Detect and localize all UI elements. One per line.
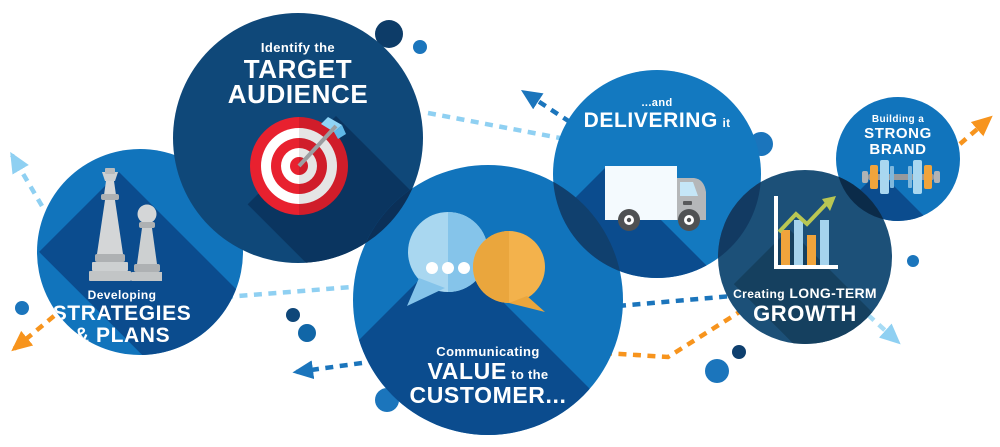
node-label: Creating LONG-TERM GROWTH (718, 285, 892, 325)
decorative-dot (375, 20, 403, 48)
growth-chart-icon (774, 196, 838, 269)
dashed-line-value-to-growth-orange (603, 309, 743, 360)
speech-bubbles-icon (407, 212, 545, 312)
dashed-arrow-upleft-light (10, 151, 44, 208)
dashed-arrow-upright-orange (958, 115, 993, 146)
label-big: STRONG (864, 125, 932, 142)
label-big: STRATEGIES (52, 302, 192, 325)
label-small: Identify the (260, 40, 336, 55)
label-small: Creating (733, 287, 785, 301)
decorative-dot (286, 308, 300, 322)
label-big: GROWTH (753, 301, 857, 326)
dashed-line-strategies-to-value-light (224, 283, 366, 300)
node-label: ...and DELIVERING it (553, 96, 761, 132)
label-big: DELIVERING (583, 109, 718, 132)
dashed-arrow-left-blue (292, 360, 363, 380)
decorative-dot (907, 255, 919, 267)
label-big: AUDIENCE (227, 79, 369, 109)
node-long-term-growth: Creating LONG-TERM GROWTH (718, 170, 892, 344)
label-mid: to the (511, 367, 549, 382)
label-small: Communicating (436, 344, 540, 359)
label-small: Developing (87, 288, 157, 302)
label-big: & PLANS (73, 324, 171, 347)
label-small: Building a (871, 114, 925, 125)
dashed-line-value-to-growth-blue (617, 293, 733, 309)
label-big: TARGET (243, 54, 353, 84)
decorative-dot (705, 359, 729, 383)
chess-pieces-icon (89, 168, 162, 281)
node-label: Communicating VALUE to the CUSTOMER... (353, 344, 623, 407)
label-big: VALUE (427, 358, 507, 384)
dart-target-icon (250, 117, 348, 215)
node-label: Building a STRONG BRAND (836, 113, 960, 158)
label-big: CUSTOMER... (409, 382, 567, 408)
decorative-dot (732, 345, 746, 359)
decorative-dot (298, 324, 316, 342)
delivery-truck-icon (605, 166, 706, 231)
decorative-dot (413, 40, 427, 54)
dashed-arrow-upleft-blue (520, 90, 572, 124)
dumbbell-icon (862, 160, 940, 194)
node-label: Identify the TARGET AUDIENCE (173, 39, 423, 107)
label-small: ...and (641, 97, 673, 109)
label-big: BRAND (869, 141, 927, 158)
label-mid: it (722, 116, 731, 130)
decorative-dot (15, 301, 29, 315)
dashed-line-target-to-delivering-light (427, 110, 561, 141)
label-mid: LONG-TERM (789, 285, 877, 301)
node-label: Developing STRATEGIES & PLANS (37, 287, 225, 347)
